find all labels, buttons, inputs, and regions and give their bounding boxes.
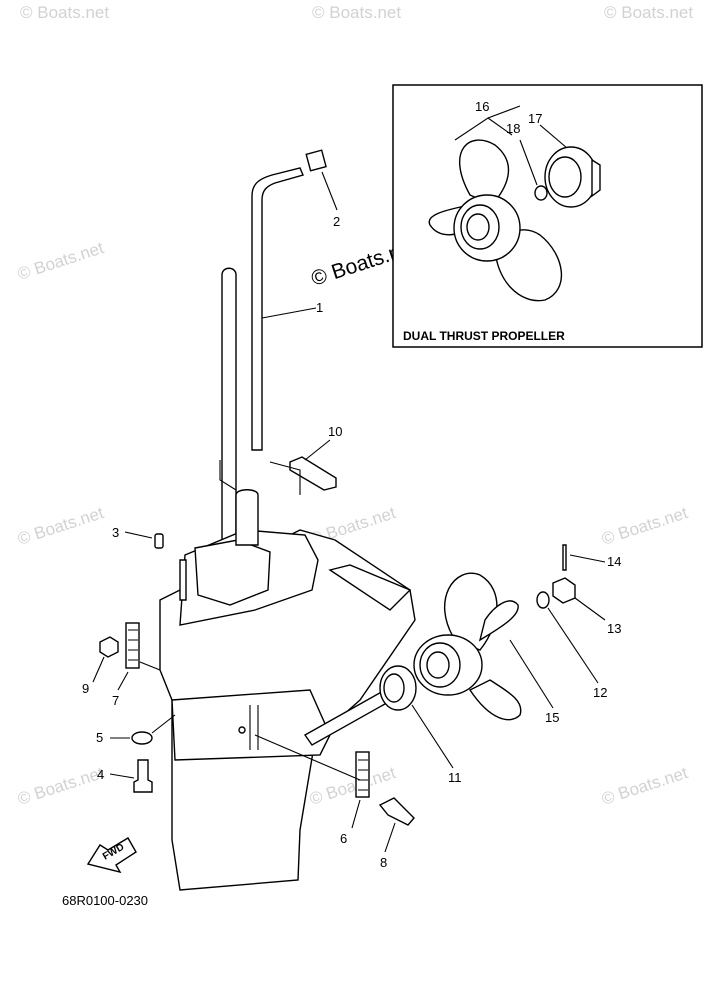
part-11-spacer-inner xyxy=(383,673,405,703)
anode-6-ribs xyxy=(358,759,368,791)
inset-hub-bore xyxy=(466,213,490,241)
leader-12 xyxy=(547,607,599,684)
part-label-18: 18 xyxy=(506,121,520,136)
part-9-nut xyxy=(99,636,119,658)
watermark: © Boats.net xyxy=(599,503,690,549)
inset-spacer-inner xyxy=(548,156,582,198)
part-4-bolt xyxy=(133,759,153,793)
housing-gearcase xyxy=(171,689,331,761)
leader-6 xyxy=(351,799,361,829)
leader-2 xyxy=(321,171,338,211)
part-label-5: 5 xyxy=(96,730,103,745)
part-label-10: 10 xyxy=(328,424,342,439)
lower-case-housing xyxy=(159,460,416,891)
leader-6-ref xyxy=(254,734,361,781)
inset-spacer-lug xyxy=(591,158,601,198)
fwd-arrow-shape xyxy=(86,837,137,874)
propeller-hub-bore xyxy=(426,651,450,679)
leader-3 xyxy=(124,531,153,539)
part-3-dowel-pin xyxy=(154,533,164,549)
watermark: © Boats.net xyxy=(312,3,401,22)
part-label-14: 14 xyxy=(607,554,621,569)
part-15-propeller xyxy=(413,572,522,721)
part-13-nut xyxy=(552,577,576,604)
housing-shaft-bore xyxy=(249,705,259,750)
housing-guide-lines xyxy=(219,460,301,495)
watermark: © Boats.net xyxy=(599,763,690,809)
part-label-3: 3 xyxy=(112,525,119,540)
inset-dual-thrust-propeller: 16 18 17 DUAL THRUST PROPELLER xyxy=(392,84,703,348)
part-label-12: 12 xyxy=(593,685,607,700)
part-label-9: 9 xyxy=(82,681,89,696)
part-label-2: 2 xyxy=(333,214,340,229)
leader-18 xyxy=(519,139,538,186)
diagram-code: 68R0100-0230 xyxy=(62,893,148,908)
inset-washer xyxy=(534,185,548,201)
watermark: © Boats.net xyxy=(15,238,106,284)
stud-bolt xyxy=(179,559,187,601)
part-1-water-tube xyxy=(251,167,304,451)
water-tube-seal xyxy=(235,489,259,546)
anode-7-ribs xyxy=(128,629,138,661)
part-14-cotter-pin xyxy=(562,544,567,571)
leader-9 xyxy=(92,656,105,683)
part-6-anode xyxy=(355,751,370,798)
inset-blade-top xyxy=(458,139,510,206)
drive-shaft xyxy=(221,267,237,541)
housing-cavitation-plate xyxy=(328,564,412,611)
part-10-damper xyxy=(289,456,337,491)
watermark: © Boats.net xyxy=(604,3,693,22)
part-7-anode xyxy=(125,622,140,669)
part-label-15: 15 xyxy=(545,710,559,725)
leader-4 xyxy=(109,773,135,779)
part-label-4: 4 xyxy=(97,767,104,782)
propeller-blade-right xyxy=(478,600,519,642)
part-label-11: 11 xyxy=(448,770,462,785)
part-2-grommet xyxy=(305,149,327,172)
leader-10 xyxy=(304,439,331,461)
leader-7 xyxy=(117,661,161,691)
leader-1 xyxy=(261,307,317,319)
housing-hole xyxy=(238,726,246,734)
leader-8 xyxy=(384,822,396,853)
part-label-8: 8 xyxy=(380,855,387,870)
propeller-blade-bottom xyxy=(468,679,522,721)
part-label-16: 16 xyxy=(475,99,489,114)
part-8-screw xyxy=(378,797,415,826)
inset-caption: DUAL THRUST PROPELLER xyxy=(403,329,565,343)
leader-16 xyxy=(454,105,521,141)
watermark: © Boats.net xyxy=(20,3,109,22)
part-label-17: 17 xyxy=(528,111,542,126)
watermark: © Boats.net xyxy=(15,763,106,809)
leader-15 xyxy=(509,639,554,709)
part-5-washer xyxy=(131,731,153,745)
part-label-6: 6 xyxy=(340,831,347,846)
fwd-arrow: FWD xyxy=(86,837,137,874)
watermark: © Boats.net xyxy=(15,503,106,549)
leader-11 xyxy=(411,704,454,769)
leader-13 xyxy=(574,597,606,621)
part-12-washer xyxy=(536,591,550,609)
leader-5-ref xyxy=(151,714,176,734)
part-label-1: 1 xyxy=(316,300,323,315)
part-label-7: 7 xyxy=(112,693,119,708)
leader-17 xyxy=(539,124,568,149)
leader-14 xyxy=(569,554,606,563)
part-label-13: 13 xyxy=(607,621,621,636)
